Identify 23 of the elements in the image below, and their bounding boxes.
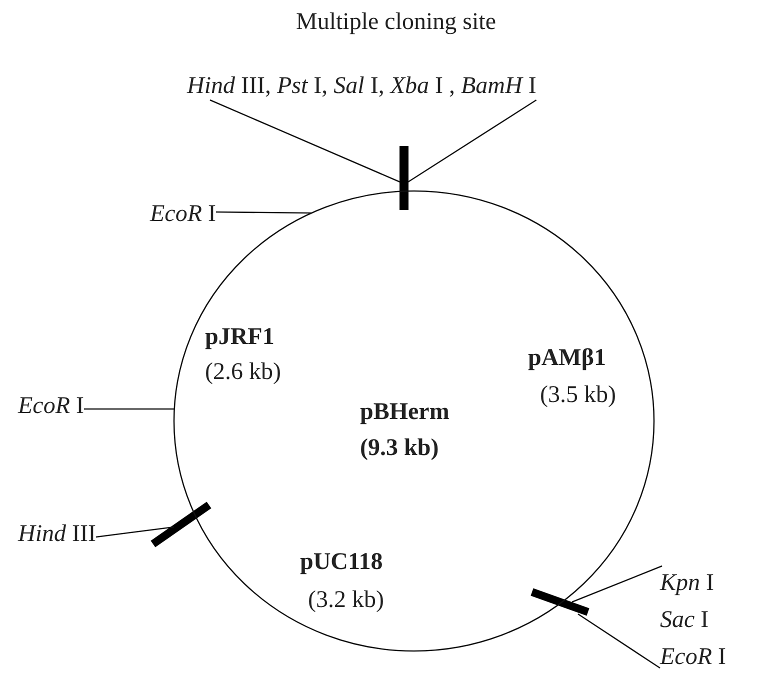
restriction-site-label: EcoR I <box>150 200 216 228</box>
restriction-site-label: EcoR I <box>18 392 84 420</box>
plasmid-name: pBHerm <box>360 398 450 426</box>
restriction-site-bar <box>150 502 212 548</box>
restriction-site-list: Hind III, Pst I, Sal I, Xba I , BamH I <box>187 72 536 100</box>
plasmid-size: (3.2 kb) <box>308 586 384 614</box>
plasmid-name: pUC118 <box>300 548 383 576</box>
plasmid-size: (3.5 kb) <box>540 381 616 409</box>
plasmid-size: (2.6 kb) <box>205 358 281 386</box>
leader-line <box>572 565 662 603</box>
restriction-site-bar <box>400 146 408 210</box>
plasmid-size: (9.3 kb) <box>360 434 439 462</box>
leader-line <box>408 99 537 183</box>
leader-line <box>578 613 660 669</box>
leader-line <box>96 526 174 538</box>
restriction-site-label: Kpn I Sac I EcoR I <box>660 565 726 676</box>
leader-line <box>216 211 312 214</box>
leader-line <box>210 99 400 183</box>
restriction-site-label: Hind III <box>18 520 96 548</box>
plasmid-name: pAMβ1 <box>528 344 606 372</box>
site-heading: Multiple cloning site <box>296 8 496 36</box>
plasmid-name: pJRF1 <box>205 323 274 351</box>
leader-line <box>84 408 174 410</box>
